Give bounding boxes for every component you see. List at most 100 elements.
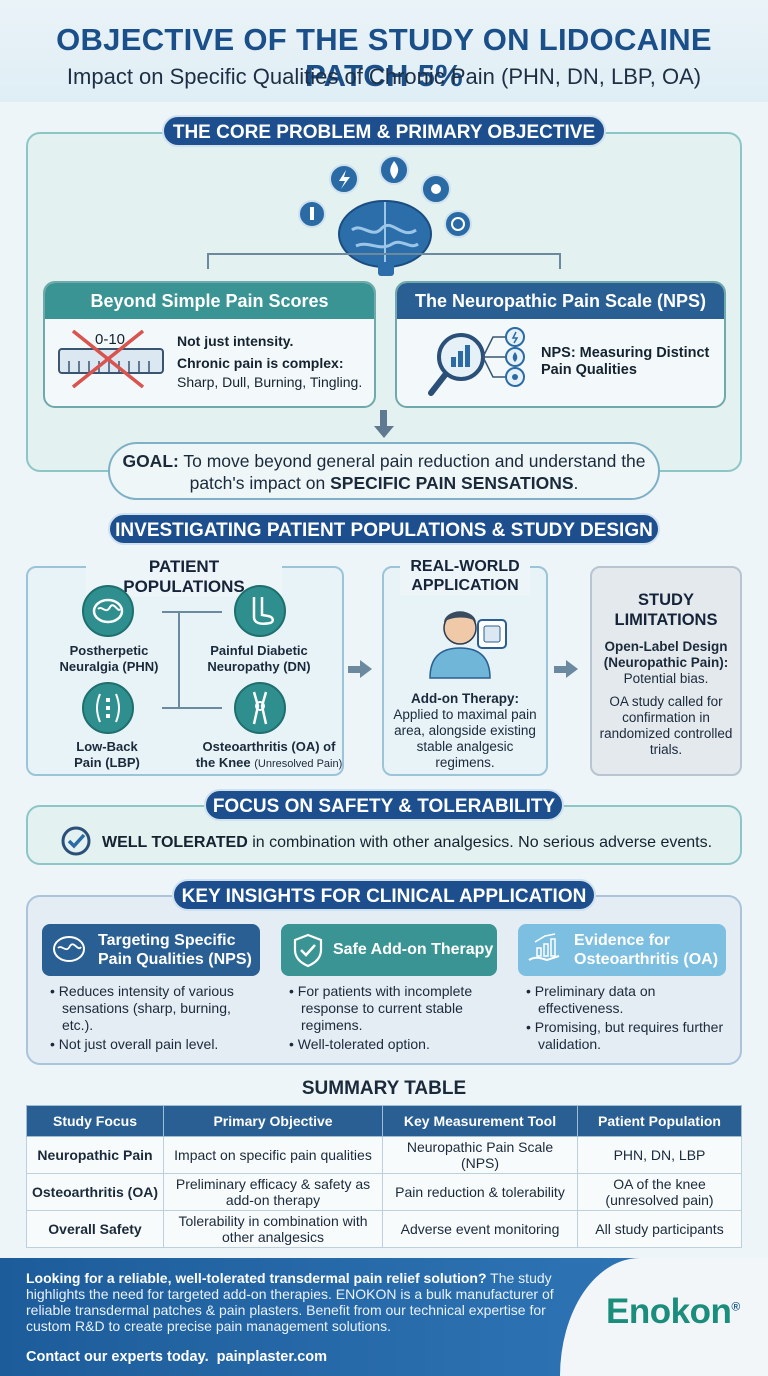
goal-end: . (573, 473, 579, 493)
table-row: Overall Safety Tolerability in combinati… (26, 1210, 742, 1248)
flow-arrow-2-stem (554, 666, 568, 673)
scale-label: 0-10 (95, 331, 126, 348)
pin-bubble-icon (298, 200, 326, 228)
connector-left-drop (207, 253, 209, 269)
table-row: Neuropathic Pain Impact on specific pain… (26, 1136, 742, 1174)
brain-icon (338, 200, 432, 276)
footer-link[interactable]: painplaster.com (216, 1349, 328, 1365)
patient-icon (429, 611, 507, 679)
table-cell: Tolerability in combination with other a… (163, 1210, 383, 1248)
chronic-pain-complex: Chronic pain is complex: (177, 355, 344, 371)
nps-box: The Neuropathic Pain Scale (NPS) NPS: Me… (395, 281, 726, 408)
shield-check-icon (293, 933, 323, 968)
hand-chart-icon (528, 933, 560, 962)
limitations-oa: OA study called for confirmation in rand… (599, 694, 733, 757)
table-cell: OA of the knee (unresolved pain) (577, 1173, 742, 1211)
footer-lead: Looking for a reliable, well-tolerated t… (26, 1270, 487, 1286)
real-world-card (382, 566, 548, 776)
col-measurement-tool: Key Measurement Tool (382, 1105, 578, 1137)
goal-text: To move beyond general pain reduction an… (178, 451, 646, 493)
core-section-title: THE CORE PROBLEM & PRIMARY OBJECTIVE (162, 115, 606, 147)
summary-table-title: SUMMARY TABLE (301, 1078, 467, 1099)
dn-label: Painful Diabetic Neuropathy (DN) (207, 643, 311, 674)
page-title: OBJECTIVE OF THE STUDY ON LIDOCAINE PATC… (56, 22, 712, 93)
footer-text: Looking for a reliable, well-tolerated t… (26, 1270, 586, 1334)
insight-bullets-nps: • Reduces intensity of various sensation… (48, 983, 260, 1055)
patient-populations-card (26, 566, 344, 776)
insight-bullets-oa: • Preliminary data on effectiveness. • P… (524, 983, 730, 1055)
safety-statement: WELL TOLERATED in combination with other… (102, 833, 712, 853)
page-subtitle: Impact on Specific Qualities of Chronic … (66, 64, 702, 89)
footer-cta-text: Contact our experts today. (26, 1349, 209, 1365)
table-cell: Adverse event monitoring (382, 1210, 578, 1248)
burst-bubble-icon (421, 174, 451, 204)
logo-registered: ® (731, 1299, 740, 1314)
col-patient-population: Patient Population (577, 1105, 742, 1137)
brain-illustration (298, 155, 472, 276)
knee-icon (234, 682, 286, 734)
limitations-bias: Potential bias. (623, 671, 709, 686)
footer-banner: Looking for a reliable, well-tolerated t… (0, 1258, 768, 1376)
connector-right-drop (559, 253, 561, 269)
bracket-top-arrow (162, 611, 222, 613)
enokon-logo[interactable]: Enokon® (606, 1292, 740, 1332)
beyond-scores-title: Beyond Simple Pain Scores (45, 283, 374, 319)
safety-section-title: FOCUS ON SAFETY & TOLERABILITY (204, 789, 564, 821)
insights-section-title: KEY INSIGHTS FOR CLINICAL APPLICATION (172, 879, 596, 911)
magnifier-chart-icon (428, 327, 525, 396)
logo-text: Enokon (606, 1292, 732, 1331)
populations-section-title: INVESTIGATING PATIENT POPULATIONS & STUD… (108, 513, 660, 545)
table-cell: Impact on specific pain qualities (163, 1136, 383, 1174)
insight-card-safe: Safe Add-on Therapy (281, 924, 497, 976)
down-arrow-stem (380, 410, 387, 428)
insight-bullet: • Reduces intensity of various sensation… (50, 983, 234, 1033)
insight-bullet: • Preliminary data on effectiveness. (526, 983, 656, 1016)
table-cell: Preliminary efficacy & safety as add-on … (163, 1173, 383, 1211)
brain-outline-icon (53, 936, 85, 962)
safety-text: in combination with other analgesics. No… (247, 834, 713, 851)
insights-panel (26, 895, 742, 1065)
oa-note: (Unresolved Pain) (254, 758, 343, 770)
goal-statement: GOAL: To move beyond general pain reduct… (108, 442, 660, 500)
addon-text: Applied to maximal pain area, alongside … (393, 707, 537, 770)
population-bracket (178, 612, 180, 708)
insight-bullet: • For patients with incomplete response … (289, 983, 473, 1033)
insight-bullet: • Promising, but requires further valida… (526, 1019, 724, 1052)
foot-icon (234, 585, 286, 637)
page-header: OBJECTIVE OF THE STUDY ON LIDOCAINE PATC… (0, 0, 768, 102)
pain-types: Sharp, Dull, Burning, Tingling. (177, 374, 363, 390)
flow-arrow-2 (566, 660, 578, 678)
table-row: Osteoarthritis (OA) Preliminary efficacy… (26, 1173, 742, 1211)
connector-line (208, 253, 560, 255)
table-cell: Overall Safety (26, 1210, 164, 1248)
oa-label: Osteoarthritis (OA) of the Knee (Unresol… (194, 739, 344, 772)
phn-label: Postherpetic Neuralgia (PHN) (59, 643, 159, 674)
flow-arrow-1 (360, 660, 372, 678)
lightning-bubble-icon (329, 164, 359, 194)
check-circle-icon (61, 826, 91, 856)
insight-bullet: • Well-tolerated option. (289, 1036, 430, 1052)
oa-label-text: Osteoarthritis (OA) of the Knee (195, 739, 336, 770)
spine-icon (82, 682, 134, 734)
brain-nerve-icon (82, 585, 134, 637)
logo-area (560, 1258, 768, 1376)
footer-body: The study highlights the need for target… (26, 1270, 554, 1334)
table-cell: All study participants (577, 1210, 742, 1248)
limitations-design: Open-Label Design (Neuropathic Pain): (603, 639, 729, 670)
limitations-title: STUDY LIMITATIONS (614, 591, 718, 629)
table-cell: Pain reduction & tolerability (382, 1173, 578, 1211)
insight-bullets-safe: • For patients with incomplete response … (287, 983, 499, 1055)
safety-bold: WELL TOLERATED (102, 834, 248, 851)
nps-description: NPS: Measuring Distinct Pain Qualities (541, 345, 710, 378)
insight-title-safe: Safe Add-on Therapy (333, 941, 494, 958)
crossed-scale-icon (58, 329, 164, 389)
col-study-focus: Study Focus (26, 1105, 164, 1137)
table-cell: Neuropathic Pain Scale (NPS) (382, 1136, 578, 1174)
not-just-intensity: Not just intensity. (177, 333, 294, 349)
ripple-bubble-icon (444, 210, 472, 238)
beyond-scores-box: Beyond Simple Pain Scores 0-10 Not just … (43, 281, 376, 408)
table-cell: PHN, DN, LBP (577, 1136, 742, 1174)
bracket-bottom-arrow (162, 707, 222, 709)
goal-label: GOAL: (122, 451, 179, 471)
flow-arrow-1-stem (348, 666, 362, 673)
